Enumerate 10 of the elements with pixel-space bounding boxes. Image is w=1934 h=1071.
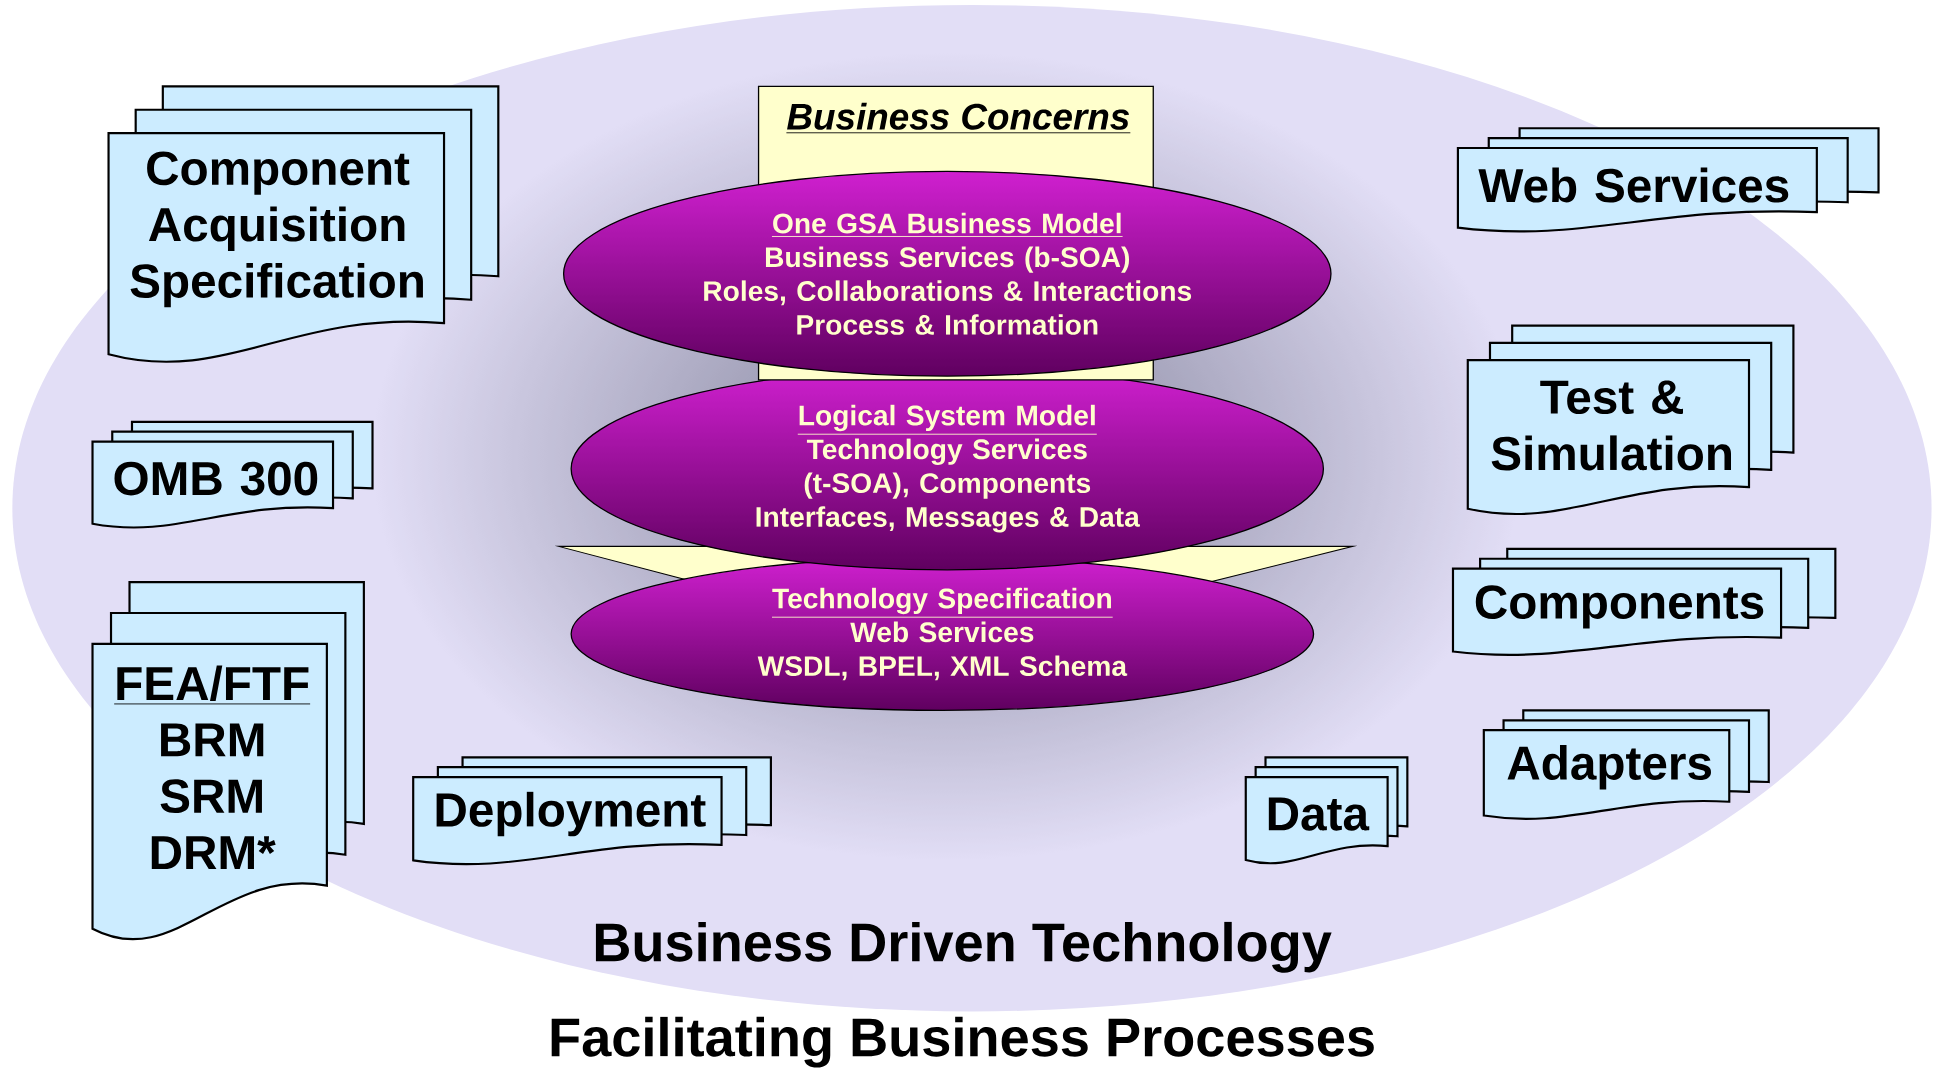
document-stack: OMB 300 [91, 420, 374, 529]
document-stack: Adapters [1482, 709, 1770, 821]
document-stack: FEA/FTF BRM SRM DRM* [91, 581, 365, 941]
document-stack: Web Services [1456, 127, 1880, 233]
document-stack: Test & Simulation [1466, 324, 1795, 516]
document-stack: Data [1244, 756, 1409, 865]
document-stack: Deployment [412, 756, 772, 866]
document-stack: Component Acquisition Specification [107, 85, 500, 364]
document-stack: Components [1451, 548, 1837, 657]
caption: Facilitating Business Processes [551, 1017, 1374, 1068]
